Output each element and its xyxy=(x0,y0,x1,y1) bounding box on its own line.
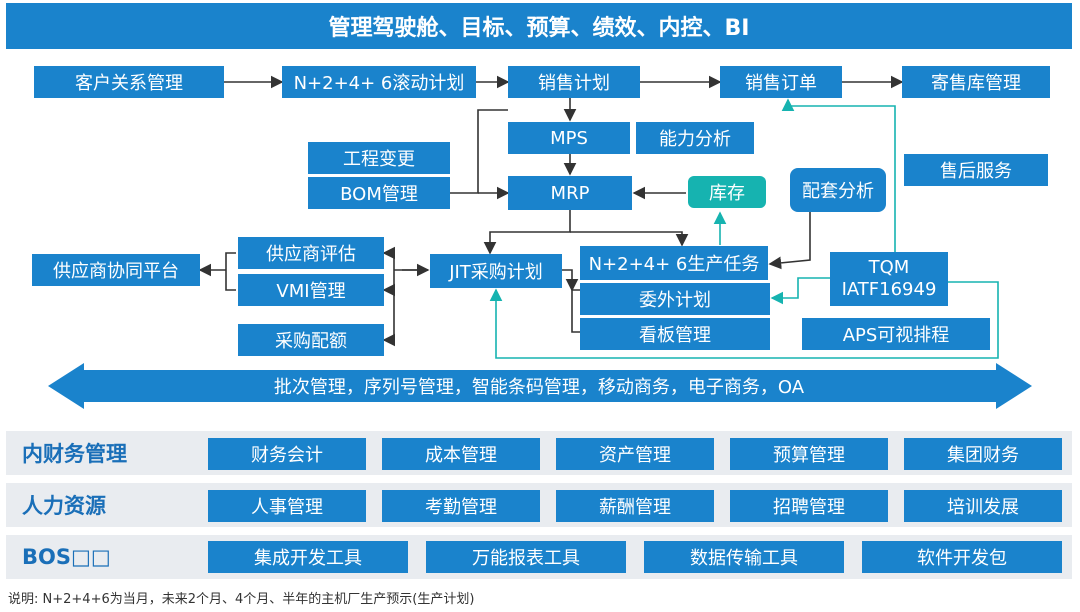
sales-plan-node[interactable]: 销售计划 xyxy=(508,66,640,98)
inventory-node[interactable]: 库存 xyxy=(688,176,766,208)
hr-item[interactable]: 考勤管理 xyxy=(382,490,540,522)
crm-node[interactable]: 客户关系管理 xyxy=(34,66,224,98)
kitting-node[interactable]: 配套分析 xyxy=(790,168,886,212)
bos-item[interactable]: 万能报表工具 xyxy=(426,541,626,573)
caption-note: 说明: N+2+4+6为当月，未来2个月、4个月、半年的主机厂生产预示(生产计划… xyxy=(8,592,475,607)
tqm-node[interactable]: TQM IATF16949 xyxy=(830,252,948,306)
finance-item[interactable]: 资产管理 xyxy=(556,438,714,470)
capacity-node[interactable]: 能力分析 xyxy=(636,122,754,154)
bos-item[interactable]: 软件开发包 xyxy=(862,541,1062,573)
mrp-node[interactable]: MRP xyxy=(508,176,632,210)
supplier-platform-node[interactable]: 供应商协同平台 xyxy=(32,254,200,286)
finance-item[interactable]: 预算管理 xyxy=(730,438,888,470)
consignment-node[interactable]: 寄售库管理 xyxy=(902,66,1050,98)
bom-node[interactable]: BOM管理 xyxy=(308,177,450,209)
finance-item[interactable]: 集团财务 xyxy=(904,438,1062,470)
bos-item[interactable]: 集成开发工具 xyxy=(208,541,408,573)
finance-item[interactable]: 成本管理 xyxy=(382,438,540,470)
section-hr-label: 人力资源 xyxy=(22,494,106,518)
hr-item[interactable]: 薪酬管理 xyxy=(556,490,714,522)
hr-item[interactable]: 招聘管理 xyxy=(730,490,888,522)
jit-node[interactable]: JIT采购计划 xyxy=(430,254,562,288)
banner-text: 批次管理，序列号管理，智能条码管理，移动商务，电子商务，OA xyxy=(273,377,805,398)
outsourcing-node[interactable]: 委外计划 xyxy=(580,283,770,315)
section-bos-label: BOS□□ xyxy=(22,545,111,569)
sales-order-node[interactable]: 销售订单 xyxy=(720,66,842,98)
production-task-node[interactable]: N+2+4+ 6生产任务 xyxy=(580,246,768,280)
mps-node[interactable]: MPS xyxy=(508,122,630,154)
hr-item[interactable]: 人事管理 xyxy=(208,490,366,522)
rolling-plan-node[interactable]: N+2+4+ 6滚动计划 xyxy=(282,66,476,98)
tqm-label: TQM xyxy=(868,257,910,278)
kanban-node[interactable]: 看板管理 xyxy=(580,318,770,350)
purchase-quota-node[interactable]: 采购配额 xyxy=(238,324,384,356)
page-title: 管理驾驶舱、目标、预算、绩效、内控、BI xyxy=(6,3,1072,49)
eng-change-node[interactable]: 工程变更 xyxy=(308,142,450,174)
iatf-label: IATF16949 xyxy=(841,279,937,300)
finance-item[interactable]: 财务会计 xyxy=(208,438,366,470)
supplier-eval-node[interactable]: 供应商评估 xyxy=(238,237,384,269)
section-finance-label: 内财务管理 xyxy=(22,442,127,466)
vmi-node[interactable]: VMI管理 xyxy=(238,274,384,306)
bos-item[interactable]: 数据传输工具 xyxy=(644,541,844,573)
hr-item[interactable]: 培训发展 xyxy=(904,490,1062,522)
after-sales-node[interactable]: 售后服务 xyxy=(904,154,1048,186)
aps-node[interactable]: APS可视排程 xyxy=(802,318,990,350)
banner-arrow xyxy=(48,363,1032,409)
